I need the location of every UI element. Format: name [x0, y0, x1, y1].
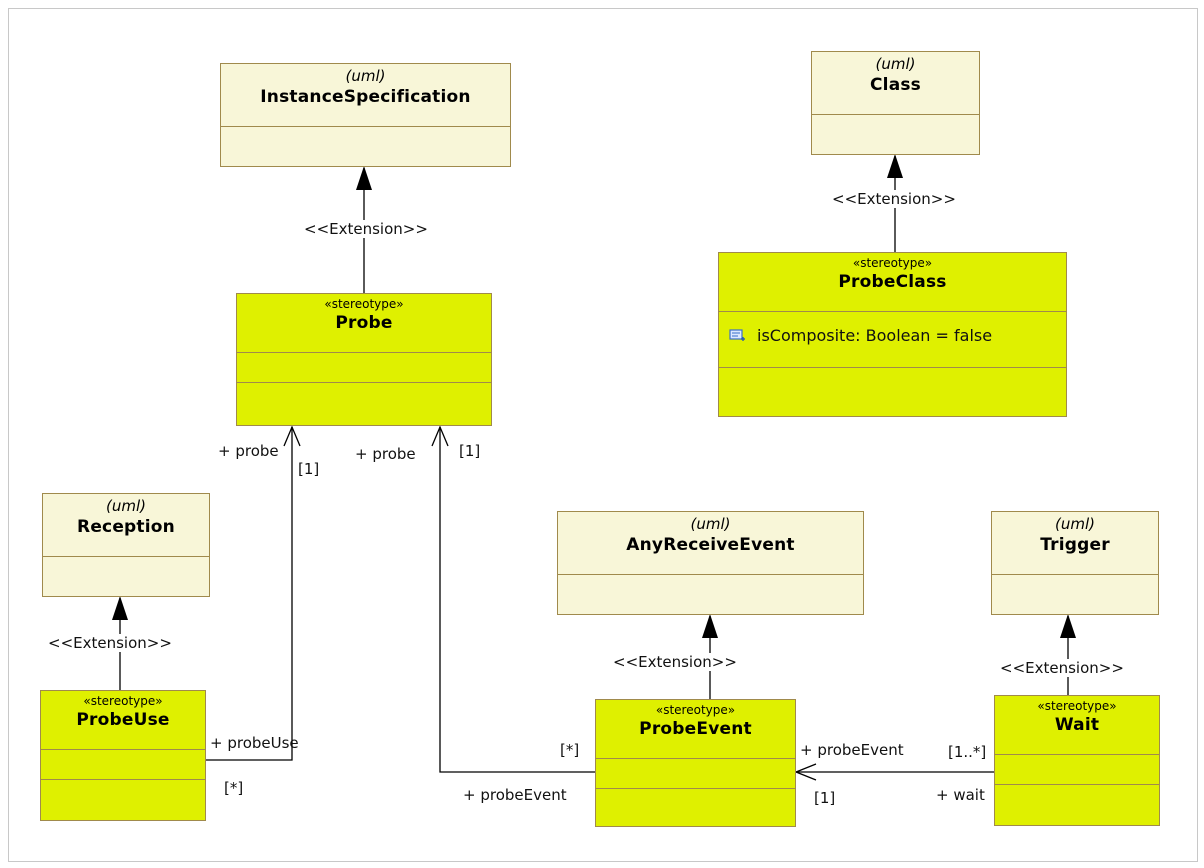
- uml-keyword: (uml): [1055, 515, 1095, 533]
- attribute-compartment: [812, 115, 979, 155]
- attribute-compartment: isComposite: Boolean = false: [719, 312, 1066, 368]
- role-label-probe-event-left: + probeEvent: [463, 786, 567, 804]
- class-name: Class: [869, 75, 921, 95]
- class-box-any-receive-event[interactable]: (uml) AnyReceiveEvent: [557, 511, 864, 615]
- extension-label-probe-class: <<Extension>>: [832, 190, 956, 208]
- class-box-reception[interactable]: (uml) Reception: [42, 493, 210, 597]
- attribute-compartment: [221, 127, 510, 167]
- class-name: InstanceSpecification: [260, 87, 471, 107]
- stereotype-name: ProbeEvent: [639, 719, 752, 739]
- stereotype-header: «stereotype» Probe: [237, 294, 491, 353]
- multiplicity-label-probe-event-right: [1]: [814, 789, 836, 807]
- stereotype-box-probe[interactable]: «stereotype» Probe: [236, 293, 492, 426]
- uml-keyword: (uml): [690, 515, 731, 533]
- attribute-compartment: [596, 759, 795, 789]
- multiplicity-label-probe-use: [*]: [224, 779, 244, 797]
- extension-label-wait: <<Extension>>: [1000, 659, 1124, 677]
- attribute-compartment: [558, 575, 863, 615]
- stereotype-name: ProbeClass: [838, 272, 947, 292]
- extension-label-probe-use: <<Extension>>: [48, 634, 172, 652]
- stereotype-box-probe-event[interactable]: «stereotype» ProbeEvent: [595, 699, 796, 827]
- uml-keyword: (uml): [106, 497, 146, 515]
- class-box-instance-specification[interactable]: (uml) InstanceSpecification: [220, 63, 511, 167]
- class-name: Trigger: [1040, 535, 1110, 555]
- stereotype-header: «stereotype» ProbeEvent: [596, 700, 795, 759]
- class-name: Reception: [77, 517, 175, 537]
- attribute-compartment: [237, 353, 491, 383]
- role-label-wait: + wait: [936, 786, 985, 804]
- attribute-compartment: [995, 755, 1159, 785]
- stereotype-box-probe-class[interactable]: «stereotype» ProbeClass isComposite: Boo…: [718, 252, 1067, 417]
- operation-compartment: [596, 789, 795, 827]
- uml-keyword: (uml): [345, 67, 386, 85]
- class-box-class[interactable]: (uml) Class: [811, 51, 980, 155]
- attribute-compartment: [992, 575, 1158, 615]
- operation-compartment: [237, 383, 491, 426]
- operation-compartment: [719, 368, 1066, 417]
- role-label-probe-use: + probeUse: [210, 734, 299, 752]
- stereotype-box-wait[interactable]: «stereotype» Wait: [994, 695, 1160, 826]
- operation-compartment: [995, 785, 1159, 826]
- stereotype-box-probe-use[interactable]: «stereotype» ProbeUse: [40, 690, 206, 821]
- stereotype-header: «stereotype» Wait: [995, 696, 1159, 755]
- stereotype-keyword: «stereotype»: [1037, 699, 1117, 713]
- role-label-probe-left: + probe: [218, 442, 279, 460]
- class-header: (uml) Reception: [43, 494, 209, 557]
- attribute-text: isComposite: Boolean = false: [757, 326, 993, 345]
- class-header: (uml) Trigger: [992, 512, 1158, 575]
- operation-compartment: [41, 780, 205, 821]
- extension-label-probe: <<Extension>>: [304, 220, 428, 238]
- multiplicity-label-probe-right: [1]: [459, 442, 481, 460]
- class-name: AnyReceiveEvent: [626, 535, 795, 555]
- stereotype-name: Probe: [335, 313, 393, 333]
- class-header: (uml) InstanceSpecification: [221, 64, 510, 127]
- role-label-probe-right: + probe: [355, 445, 416, 463]
- role-label-probe-event-right: + probeEvent: [800, 741, 904, 759]
- attribute-icon: [729, 327, 747, 346]
- uml-keyword: (uml): [875, 55, 916, 73]
- stereotype-header: «stereotype» ProbeClass: [719, 253, 1066, 312]
- attribute-compartment: [43, 557, 209, 597]
- multiplicity-label-probe-event-left: [*]: [560, 741, 580, 759]
- stereotype-keyword: «stereotype»: [655, 703, 736, 717]
- class-header: (uml) Class: [812, 52, 979, 115]
- extension-label-probe-event: <<Extension>>: [613, 653, 737, 671]
- class-box-trigger[interactable]: (uml) Trigger: [991, 511, 1159, 615]
- stereotype-keyword: «stereotype»: [83, 694, 163, 708]
- stereotype-keyword: «stereotype»: [324, 297, 404, 311]
- stereotype-name: ProbeUse: [76, 710, 170, 730]
- attribute-row[interactable]: isComposite: Boolean = false: [729, 326, 992, 346]
- stereotype-header: «stereotype» ProbeUse: [41, 691, 205, 750]
- multiplicity-label-probe-left: [1]: [298, 460, 320, 478]
- stereotype-keyword: «stereotype»: [852, 256, 933, 270]
- attribute-compartment: [41, 750, 205, 780]
- multiplicity-label-wait: [1..*]: [948, 743, 987, 761]
- stereotype-name: Wait: [1054, 715, 1100, 735]
- class-header: (uml) AnyReceiveEvent: [558, 512, 863, 575]
